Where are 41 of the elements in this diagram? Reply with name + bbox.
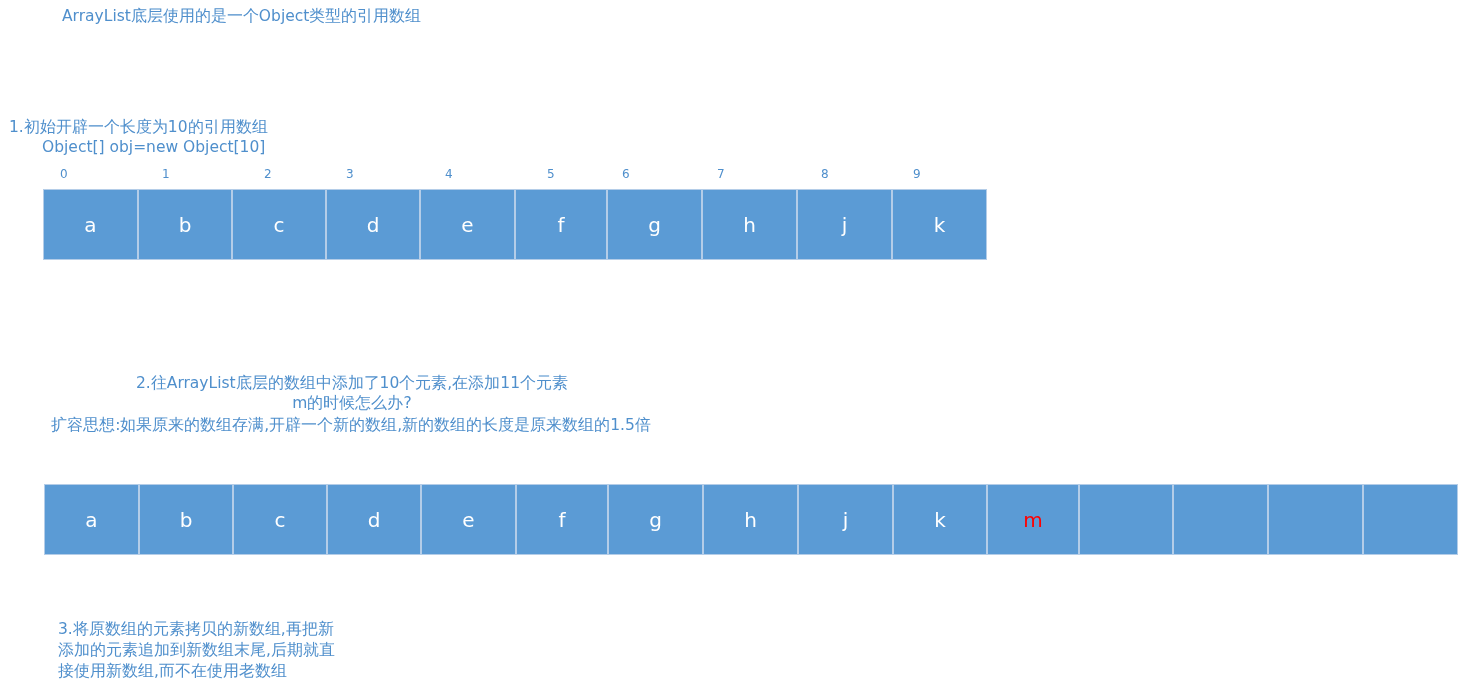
array-cell: k: [892, 189, 987, 260]
step-text: 3.将原数组的元素拷贝的新数组,再把新添加的元素追加到新数组末尾,后期就直接使用新数组,而不在使用老数组: [58, 619, 336, 682]
array-cell: j: [797, 189, 892, 260]
array-cell: h: [703, 484, 798, 555]
index-number: 2: [264, 167, 272, 181]
array-cell: f: [515, 189, 607, 260]
array-cell: e: [421, 484, 516, 555]
array-cell: [1268, 484, 1363, 555]
array-cell: g: [608, 484, 703, 555]
array-cell: c: [232, 189, 326, 260]
step-text: 2.往ArrayList底层的数组中添加了10个元素,在添加11个元素m的时候怎么办?: [135, 373, 569, 413]
note-text: 扩容思想:如果原来的数组存满,开辟一个新的数组,新的数组的长度是原来数组的1.5倍: [50, 415, 652, 435]
index-number: 3: [346, 167, 354, 181]
index-number: 1: [162, 167, 170, 181]
index-number: 0: [60, 167, 68, 181]
array-cell: [1079, 484, 1173, 555]
index-number: 5: [547, 167, 555, 181]
array-cell: f: [516, 484, 608, 555]
array-cell: m: [987, 484, 1079, 555]
array-cell: [1173, 484, 1268, 555]
index-number: 9: [913, 167, 921, 181]
array-cell: b: [139, 484, 233, 555]
array-cell: j: [798, 484, 893, 555]
index-number: 4: [445, 167, 453, 181]
array-cell: g: [607, 189, 702, 260]
code-text: Object[] obj=new Object[10]: [42, 137, 266, 157]
array-cell: h: [702, 189, 797, 260]
array-cell: a: [44, 484, 139, 555]
array-cell: c: [233, 484, 327, 555]
array-cell: d: [326, 189, 420, 260]
array-cell: k: [893, 484, 987, 555]
array-cell: d: [327, 484, 421, 555]
array-cell: a: [43, 189, 138, 260]
index-number: 6: [622, 167, 630, 181]
index-number: 8: [821, 167, 829, 181]
title-text: ArrayList底层使用的是一个Object类型的引用数组: [62, 6, 422, 26]
index-number: 7: [717, 167, 725, 181]
step-text: 1.初始开辟一个长度为10的引用数组: [9, 117, 268, 137]
array-cell: e: [420, 189, 515, 260]
array-cell: [1363, 484, 1458, 555]
array-cell: b: [138, 189, 232, 260]
